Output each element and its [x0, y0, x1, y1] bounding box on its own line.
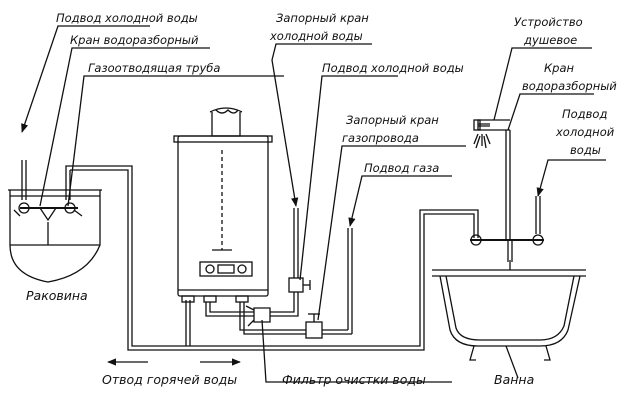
label-cold-supply-bath-line3: воды: [570, 143, 601, 157]
cold-water-shutoff-valve: [288, 277, 304, 293]
label-flue-pipe: Газоотводящая труба: [88, 61, 220, 75]
bath-tap: [470, 196, 544, 262]
label-tap-bath-line2: водоразборный: [522, 79, 617, 93]
label-filter: Фильтр очистки воды: [282, 372, 426, 387]
gas-shutoff-valve: [305, 321, 323, 339]
sink: [8, 160, 102, 283]
label-gas-shutoff-line1: Запорный кран: [346, 113, 439, 127]
label-tap-sink: Кран водоразборный: [70, 33, 199, 47]
label-cold-shutoff-line2: холодной воды: [269, 29, 363, 43]
label-cold-supply-sink: Подвод холодной воды: [56, 11, 198, 25]
water-heater: [173, 107, 273, 303]
hot-water-pipe-to-sink: [65, 165, 479, 351]
leader-lines: [21, 25, 606, 383]
label-cold-shutoff-line1: Запорный кран: [276, 11, 369, 25]
label-gas-shutoff-line2: газопровода: [342, 131, 419, 145]
label-cold-supply-bath-line1: Подвод: [562, 107, 607, 121]
bathtub: [432, 260, 586, 361]
label-sink: Раковина: [26, 288, 88, 303]
flue-pipe: [209, 107, 243, 137]
label-hot-outlet: Отвод горячей воды: [102, 372, 237, 387]
label-shower-line1: Устройство: [514, 15, 583, 29]
label-tap-bath-line1: Кран: [544, 61, 575, 75]
shower-device: [473, 119, 511, 240]
label-cold-supply-bath-line2: холодной: [555, 125, 615, 139]
label-shower-line2: душевое: [523, 33, 577, 47]
label-cold-supply-heater: Подвод холодной воды: [322, 61, 464, 75]
cold-water-supply-heater: [270, 208, 311, 317]
gas-supply-pipe: [239, 228, 353, 339]
water-filter: [205, 302, 271, 327]
label-bath: Ванна: [494, 372, 534, 387]
label-gas-supply: Подвод газа: [364, 161, 439, 175]
